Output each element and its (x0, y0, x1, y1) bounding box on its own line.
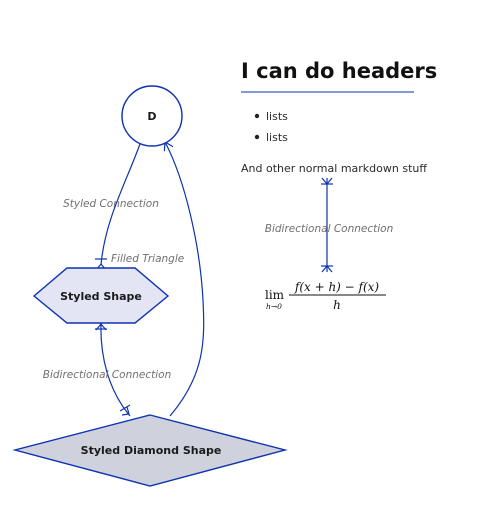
node-styled-shape-label: Styled Shape (60, 290, 142, 303)
label-bidirectional-right: Bidirectional Connection (265, 223, 393, 235)
edge-styled-connection[interactable] (100, 143, 141, 266)
edge-bidir-right-top-marker (321, 177, 333, 185)
math-formula: lim h→0 f(x + h) − f(x) h (265, 280, 386, 312)
math-lim-sub: h→0 (266, 302, 282, 311)
math-numerator: f(x + h) − f(x) (294, 280, 380, 294)
markdown-header: I can do headers (241, 59, 437, 83)
node-d-label: D (147, 110, 156, 123)
node-styled-diamond[interactable] (12, 414, 288, 487)
node-styled-shape[interactable] (32, 267, 170, 324)
edge-bidir-left-top-marker (95, 323, 107, 331)
edge-bidir-left-bottom-marker (119, 404, 131, 416)
edge-bidirectional-left[interactable] (100, 322, 131, 417)
list-item: lists (266, 110, 288, 123)
edge-bidir-right-bottom-marker (321, 265, 333, 273)
list-bullet (254, 113, 260, 119)
node-d[interactable] (121, 85, 183, 147)
node-styled-diamond-label: Styled Diamond Shape (81, 444, 222, 457)
label-bidirectional-left: Bidirectional Connection (43, 369, 171, 381)
math-lim: lim (265, 288, 285, 302)
list-item: lists (266, 131, 288, 144)
label-filled-triangle: Filled Triangle (111, 253, 184, 265)
markdown-paragraph: And other normal markdown stuff (241, 162, 427, 175)
edge-return[interactable] (165, 142, 205, 417)
list-bullet (254, 134, 260, 140)
label-styled-connection: Styled Connection (63, 198, 159, 210)
math-denominator: h (333, 298, 341, 312)
